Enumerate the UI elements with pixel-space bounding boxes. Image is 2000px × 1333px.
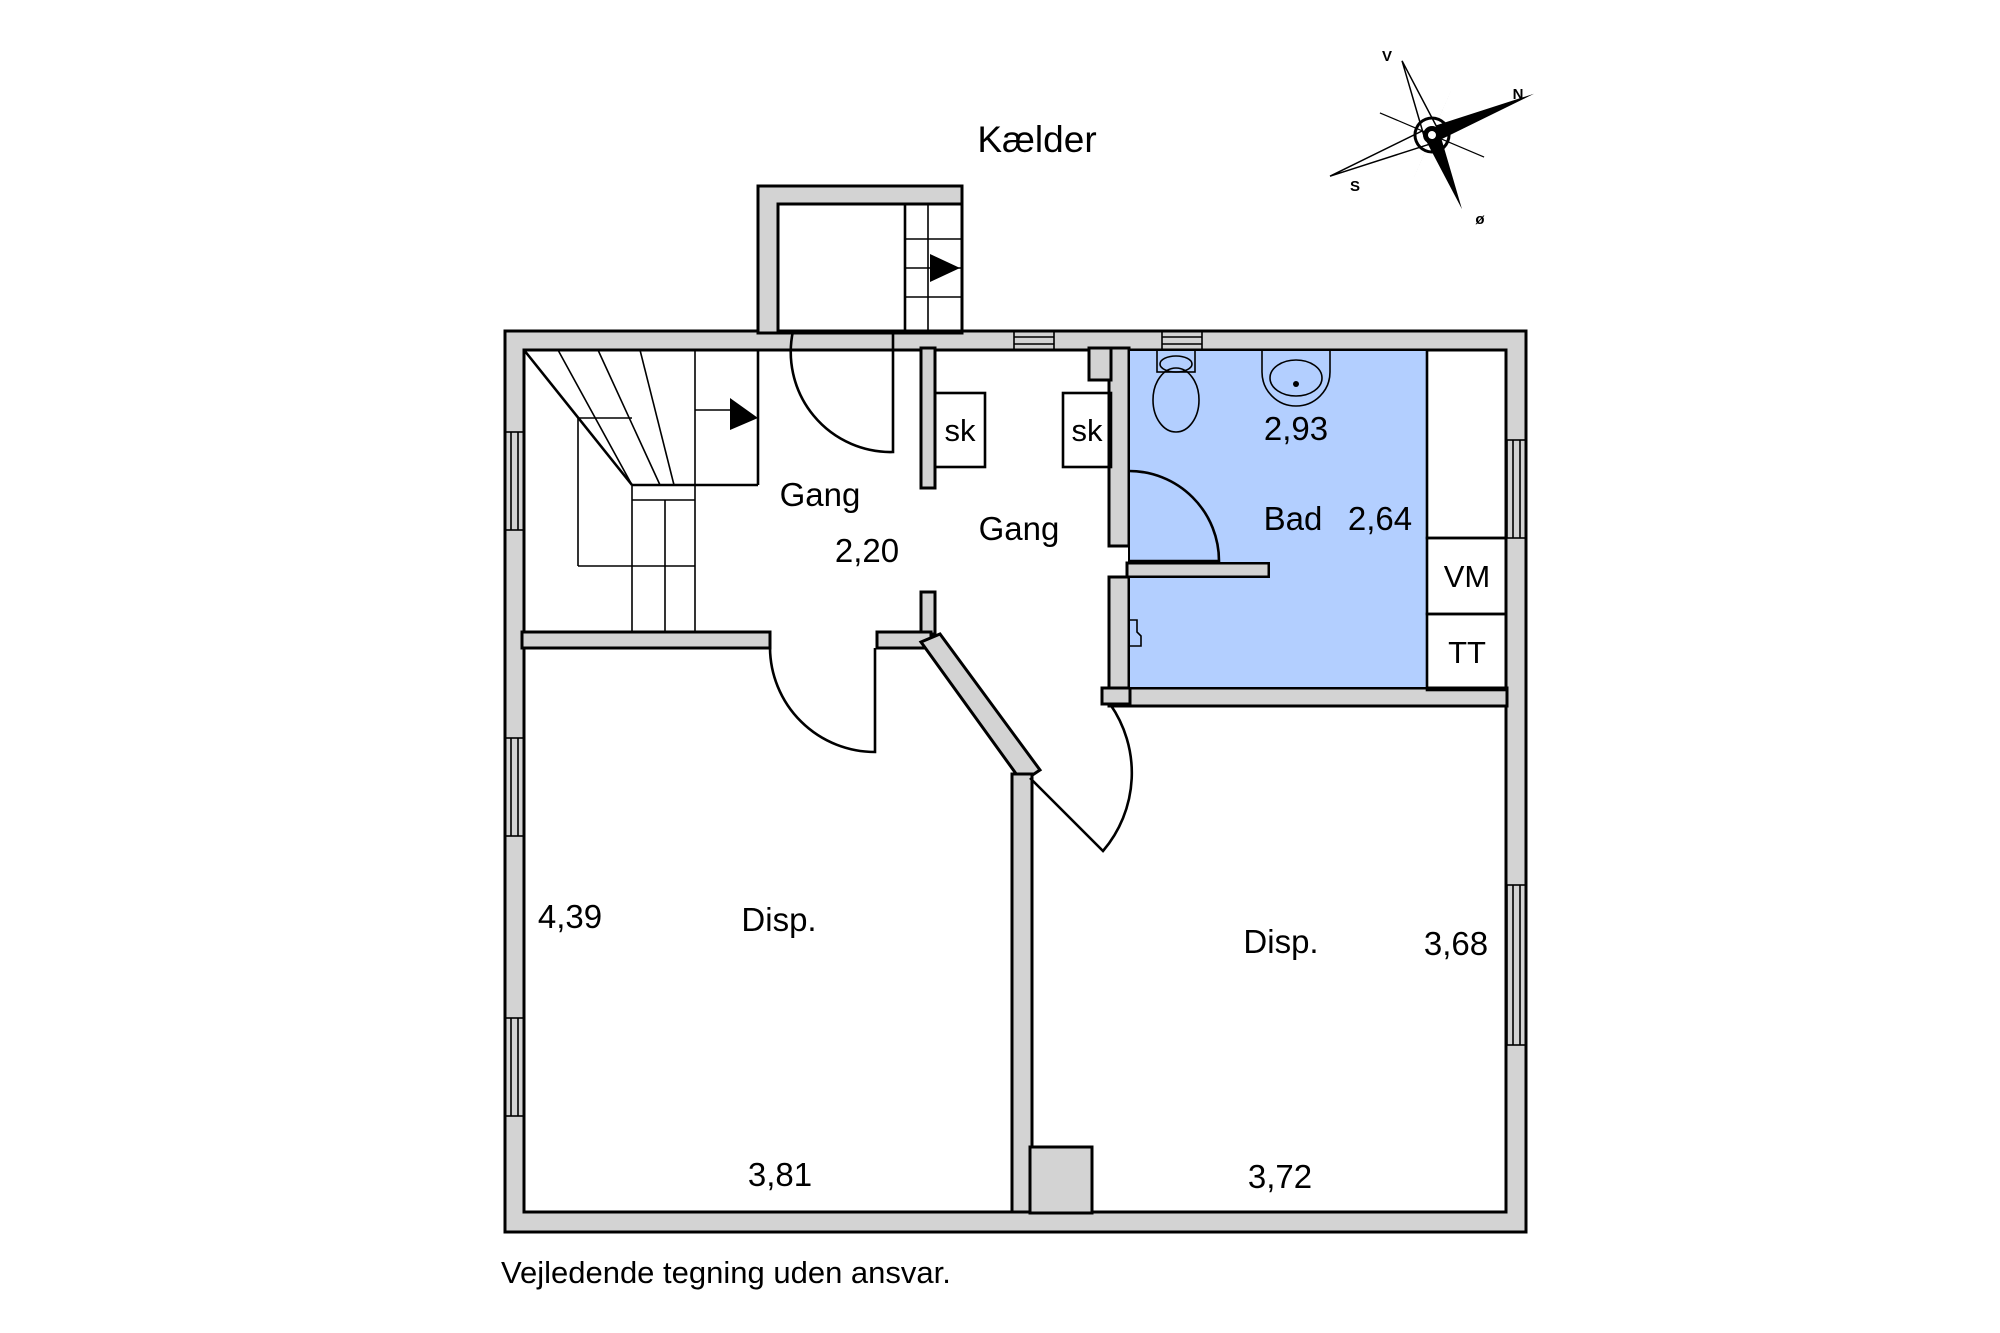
windows — [504, 330, 1527, 1117]
window — [1506, 884, 1527, 1046]
closet-right — [1061, 391, 1113, 469]
footer-disclaimer: Vejledende tegning uden ansvar. — [501, 1255, 951, 1290]
laundry-niche — [1425, 348, 1508, 540]
room-dim-bad-width: 2,93 — [1264, 410, 1328, 447]
window — [504, 1017, 525, 1117]
closet-right-label: sk — [1072, 413, 1104, 448]
room-name-gang-left: Gang — [780, 476, 861, 513]
wall-storage-lower — [1028, 1145, 1094, 1215]
closets: sk sk — [933, 391, 1113, 469]
tumble-dryer — [1425, 612, 1508, 692]
wall-door-stub — [1100, 686, 1132, 706]
room-name-gang-right: Gang — [979, 510, 1060, 547]
floor-title: Kælder — [977, 119, 1096, 160]
bathroom-corner — [1087, 346, 1113, 382]
wall-stair-bottom — [520, 630, 772, 650]
shower-icon — [1129, 619, 1142, 647]
interior-staircase — [522, 349, 760, 632]
window — [504, 737, 525, 837]
stair-direction-arrow — [730, 398, 758, 430]
room-name-disp-left: Disp. — [741, 901, 816, 938]
compass-rose — [1329, 60, 1534, 210]
entrance-stair-arrow — [930, 254, 960, 282]
room-labels: Gang 2,20 Gang 2,93 Bad 2,64 4,39 Disp. … — [538, 410, 1488, 1195]
bathroom-fixtures: VM TT — [1129, 348, 1508, 692]
room-dim-disp-left-depth: 4,39 — [538, 898, 602, 935]
compass-west-label: V — [1382, 48, 1392, 65]
partition-closet — [919, 346, 937, 490]
room-dim-disp-left-width: 3,81 — [748, 1156, 812, 1193]
room-name-disp-right: Disp. — [1243, 923, 1318, 960]
door-left-storage — [768, 647, 877, 754]
door-bathroom — [1128, 469, 1221, 563]
wall-diagonal — [918, 632, 1043, 785]
washing-machine-label: VM — [1444, 559, 1491, 594]
entrance-door — [789, 330, 895, 454]
room-dim-disp-right-depth: 3,68 — [1424, 925, 1488, 962]
door-right-storage — [1029, 703, 1134, 853]
entrance-wall — [756, 184, 964, 335]
room-dim-gang-left: 2,20 — [835, 532, 899, 569]
bathroom-wall-left-lower — [1107, 575, 1131, 706]
room-dim-disp-right-width: 3,72 — [1248, 1158, 1312, 1195]
room-name-bad: Bad — [1264, 500, 1323, 537]
walls — [503, 184, 1528, 1234]
window — [504, 431, 525, 531]
window — [1013, 330, 1055, 351]
compass-south-label: S — [1350, 178, 1360, 195]
wall-between-storage — [1010, 772, 1034, 1214]
doors — [768, 330, 1221, 853]
tumble-dryer-label: TT — [1448, 635, 1486, 670]
toilet-icon — [1152, 367, 1200, 433]
closet-left-label: sk — [945, 413, 977, 448]
partition-hall-stub — [919, 590, 937, 636]
compass-north-label: N — [1513, 86, 1524, 103]
sink-icon — [1261, 349, 1331, 407]
closet-left — [933, 391, 987, 469]
entrance-stairs — [903, 204, 962, 331]
compass-east-label: ø — [1475, 211, 1485, 228]
bathroom-inner-partition — [1125, 561, 1271, 579]
room-dim-bad-depth: 2,64 — [1348, 500, 1412, 537]
